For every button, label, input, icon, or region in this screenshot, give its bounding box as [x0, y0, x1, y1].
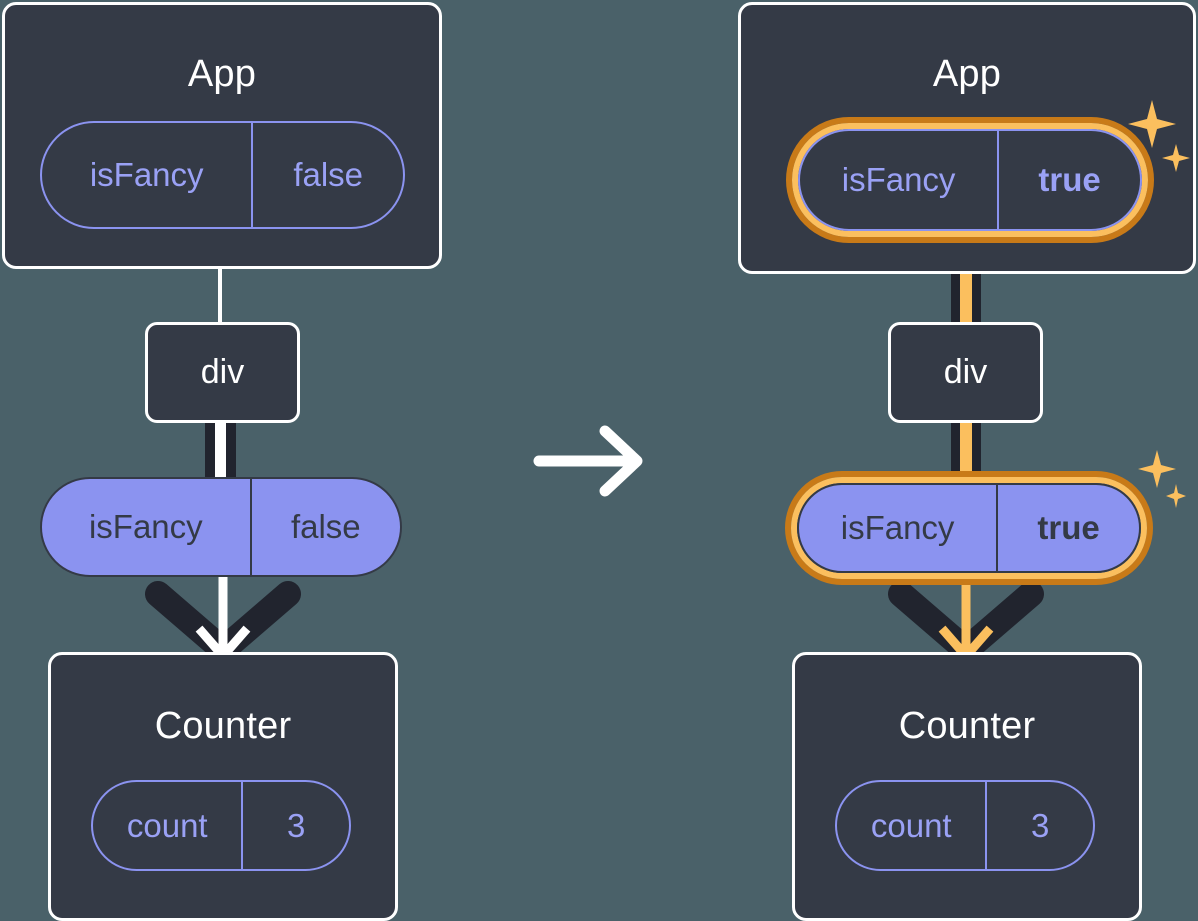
- after-div-node: div: [888, 322, 1043, 423]
- before-counter-title: Counter: [154, 705, 292, 747]
- before-wire-app-to-div: [218, 215, 222, 327]
- sparkle-icon-small: [1166, 484, 1186, 508]
- after-counter-state-key: count: [870, 806, 952, 844]
- before-app-title: App: [187, 53, 257, 95]
- before-div-label: div: [200, 353, 245, 391]
- sparkle-icon-large: [1128, 100, 1176, 148]
- before-props-value: false: [249, 479, 400, 575]
- after-counter-state-pill[interactable]: count 3: [835, 780, 1095, 871]
- after-div-label: div: [943, 353, 988, 391]
- before-wire-div-to-props-left: [205, 412, 215, 492]
- before-wire-div-to-props-right: [226, 412, 236, 492]
- before-counter-state-key: count: [126, 806, 208, 844]
- after-app-state-value: true: [997, 131, 1140, 229]
- after-props-pill[interactable]: isFancy true: [797, 483, 1141, 573]
- before-app-state-value: false: [251, 123, 403, 227]
- after-app-title: App: [932, 53, 1002, 95]
- after-app-sparkles: [1128, 100, 1190, 180]
- after-app-state-key: isFancy: [841, 161, 956, 198]
- after-app-state-pill[interactable]: isFancy true: [798, 129, 1142, 231]
- before-props-key: isFancy: [88, 508, 203, 545]
- before-counter-state-pill[interactable]: count 3: [91, 780, 351, 871]
- after-wire-div-to-props-right: [972, 412, 981, 494]
- after-counter-title: Counter: [898, 705, 1036, 747]
- after-props-highlight-ring: [785, 471, 1153, 585]
- before-props-arrow: [130, 567, 316, 667]
- after-wire-div-to-props-left: [951, 412, 960, 494]
- sparkle-icon-large: [1138, 450, 1176, 488]
- before-wire-div-to-props-center: [215, 412, 226, 492]
- transition-arrow: [533, 425, 648, 497]
- before-counter-state-value: 3: [241, 782, 349, 869]
- after-props-sparkles: [1138, 450, 1186, 512]
- after-app-state-highlight-ring: [786, 117, 1154, 243]
- before-app-state-key: isFancy: [89, 156, 204, 193]
- before-props-pill[interactable]: isFancy false: [40, 477, 402, 577]
- before-div-node: div: [145, 322, 300, 423]
- after-props-value: true: [996, 485, 1139, 571]
- sparkle-icon-small: [1162, 144, 1190, 172]
- after-counter-state-value: 3: [985, 782, 1093, 869]
- before-app-state-pill[interactable]: isFancy false: [40, 121, 405, 229]
- after-props-key: isFancy: [840, 509, 955, 546]
